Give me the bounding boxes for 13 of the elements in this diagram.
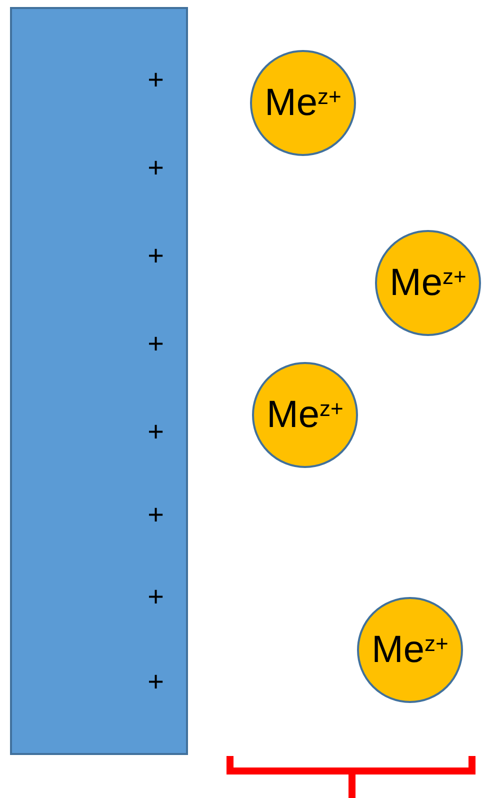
plus-sign: +: [148, 330, 164, 358]
ion-label: Me$^{z+}$: [264, 84, 342, 122]
plus-sign: +: [148, 154, 164, 182]
plus-sign: +: [148, 66, 164, 94]
plus-sign: +: [148, 583, 164, 611]
ion-label: Me$^{z+}$: [372, 631, 448, 669]
plus-sign: +: [148, 418, 164, 446]
ion-label: Me$^{z+}$: [390, 264, 466, 302]
plus-sign: +: [148, 668, 164, 696]
plus-sign: +: [148, 501, 164, 529]
ion-label: Me$^{z+}$: [266, 396, 344, 434]
electrode-bar: [10, 7, 188, 755]
plus-sign: +: [148, 242, 164, 270]
